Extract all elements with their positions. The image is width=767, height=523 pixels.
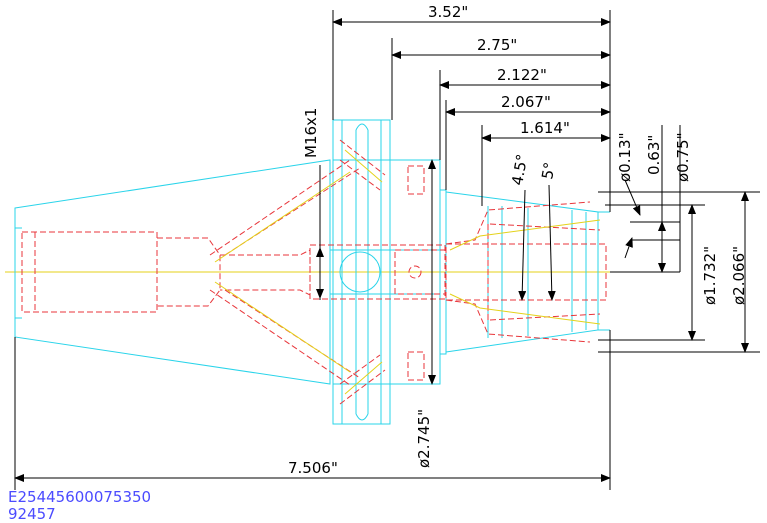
dim-2-067: 2.067" [501, 93, 551, 111]
dim-dia-0-75: ø0.75" [674, 133, 692, 182]
dim-2-122: 2.122" [497, 66, 547, 84]
dim-dia-0-13: ø0.13" [616, 133, 634, 182]
dim-1-614: 1.614" [520, 119, 570, 137]
dim-dia-2-745: ø2.745" [415, 409, 433, 468]
dim-3-52: 3.52" [428, 3, 468, 21]
dim-angle-5: 5° [538, 161, 559, 181]
dim-thread: M16x1 [302, 108, 320, 158]
dim-2-75: 2.75" [477, 36, 517, 54]
dimension-lines [14, 10, 760, 490]
dim-dia-1-732: ø1.732" [701, 246, 719, 305]
part-number: E25445600075350 [8, 488, 151, 506]
dim-0-63: 0.63" [645, 135, 663, 175]
part-code: 92457 [8, 505, 56, 523]
dim-angle-4-5: 4.5° [508, 153, 531, 187]
inner-lines [214, 149, 601, 395]
hidden-lines [21, 139, 607, 405]
dim-dia-2-066: ø2.066" [730, 246, 748, 305]
dim-7-506: 7.506" [288, 459, 338, 477]
